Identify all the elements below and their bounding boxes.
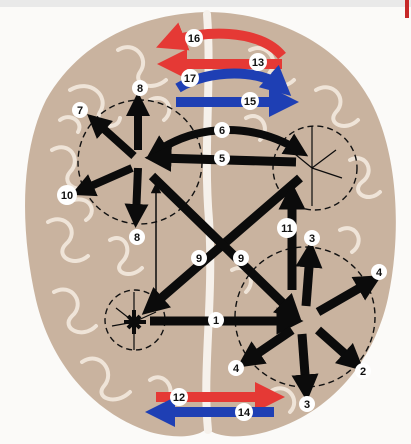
label-5: 5	[214, 150, 230, 166]
label-7: 7	[72, 102, 88, 118]
label-11: 11	[277, 218, 297, 238]
label-13: 13	[249, 53, 267, 71]
svg-text:12: 12	[173, 392, 185, 404]
svg-text:3: 3	[309, 233, 315, 245]
label-16: 16	[185, 29, 203, 47]
svg-text:8: 8	[134, 232, 140, 244]
label-3-bottom: 3	[299, 396, 315, 412]
label-14: 14	[235, 403, 253, 421]
svg-text:9: 9	[196, 253, 202, 265]
svg-text:1: 1	[213, 315, 219, 327]
arrow-8-down	[136, 168, 138, 216]
label-9-left: 9	[191, 250, 207, 266]
svg-text:11: 11	[281, 223, 293, 235]
svg-text:17: 17	[184, 73, 196, 85]
label-8-top: 8	[132, 80, 148, 96]
svg-text:14: 14	[238, 407, 251, 419]
label-12: 12	[170, 388, 188, 406]
svg-text:6: 6	[219, 125, 225, 137]
svg-text:2: 2	[360, 366, 366, 378]
label-2: 2	[355, 363, 371, 379]
label-4-right: 4	[371, 264, 387, 280]
label-17: 17	[181, 69, 199, 87]
label-15: 15	[241, 92, 259, 110]
svg-text:9: 9	[238, 253, 244, 265]
arrow-3-down	[302, 334, 306, 388]
label-1: 1	[208, 312, 224, 328]
svg-text:13: 13	[252, 57, 264, 69]
label-10: 10	[57, 185, 77, 205]
label-4-left: 4	[228, 360, 244, 376]
svg-text:16: 16	[188, 33, 200, 45]
svg-text:10: 10	[61, 190, 73, 202]
svg-text:7: 7	[77, 105, 83, 117]
svg-text:8: 8	[137, 83, 143, 95]
svg-text:15: 15	[244, 96, 256, 108]
svg-text:4: 4	[233, 363, 240, 375]
label-9-right: 9	[233, 250, 249, 266]
arrow-3-up	[306, 254, 310, 306]
label-6: 6	[214, 122, 230, 138]
svg-text:4: 4	[376, 267, 383, 279]
svg-text:3: 3	[304, 399, 310, 411]
label-8-bottom: 8	[129, 229, 145, 245]
svg-text:5: 5	[219, 153, 225, 165]
label-3-top: 3	[304, 230, 320, 246]
